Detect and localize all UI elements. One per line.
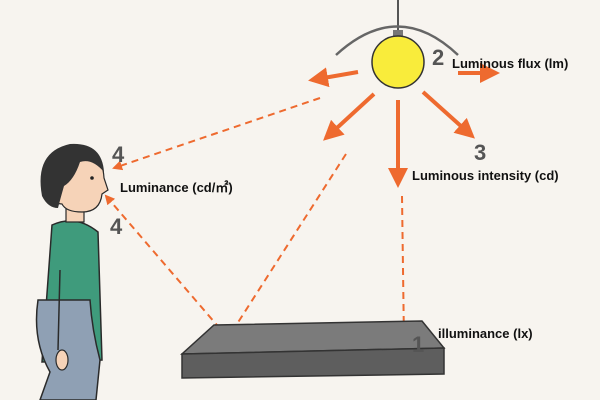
number-luminous-intensity: 3 xyxy=(474,140,486,165)
ray-left xyxy=(308,67,359,88)
dashed-rays xyxy=(104,97,409,344)
luminance-label: Luminance (cd/㎡) xyxy=(120,180,233,195)
light-bulb-icon xyxy=(335,0,459,89)
number-luminous-flux: 2 xyxy=(432,45,444,70)
illuminance-label: illuminance (lx) xyxy=(438,326,533,341)
number-luminance-top: 4 xyxy=(112,142,125,167)
ray-down-to-surface xyxy=(398,195,409,344)
ray-down-right xyxy=(421,90,475,139)
ray-to-surface xyxy=(227,153,347,339)
luminous-flux-label: Luminous flux (lm) xyxy=(452,56,568,71)
light-rays xyxy=(308,63,500,188)
luminous-intensity-label: Luminous intensity (cd) xyxy=(412,168,559,183)
number-luminance-bottom: 4 xyxy=(110,214,123,239)
ray-reflected-to-eye xyxy=(104,194,229,339)
ray-to-eye xyxy=(112,97,321,171)
person-icon xyxy=(35,143,109,400)
ray-down-left xyxy=(323,92,376,141)
work-surface xyxy=(180,320,446,379)
number-illuminance: 1 xyxy=(412,332,424,357)
